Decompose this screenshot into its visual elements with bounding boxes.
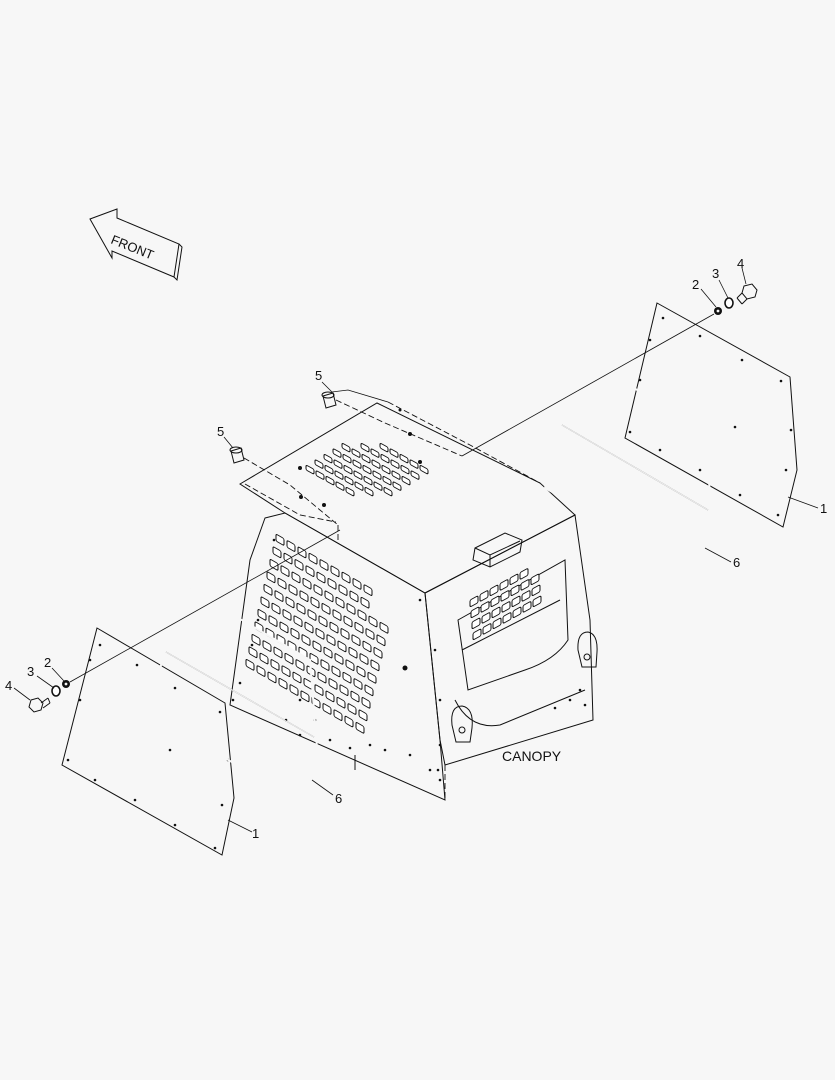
left-plug-5 [229,446,245,464]
left-seal-frame [146,583,319,805]
callout-4-right: 4 [737,256,744,271]
callout-5-left: 5 [217,424,224,439]
left-bolt-4 [28,697,51,713]
front-direction-arrow: FRONT [89,208,183,282]
canopy-label: CANOPY [502,748,562,764]
callout-leaders [13,267,819,833]
left-panel-vent-grid [245,534,389,734]
right-bolt-4 [736,283,758,305]
canopy-right-panel [424,514,594,766]
left-washer-3 [51,685,61,697]
roof-bracket [472,532,523,568]
callout-1-left: 1 [252,826,259,841]
canopy-lug-rear [577,631,598,668]
canopy-roof [239,402,576,594]
right-hardware-stack [714,283,758,315]
front-label: FRONT [109,232,156,263]
right-seal-frame [543,353,714,577]
callout-1-right: 1 [820,501,827,516]
canopy-left-panel [229,512,446,801]
callout-6-left: 6 [335,791,342,806]
callout-6-right: 6 [733,555,740,570]
callout-2-left: 2 [44,655,51,670]
canopy-bolt-holes [231,408,587,782]
roof-vent-grid [305,443,429,497]
callout-2-right: 2 [692,277,699,292]
canopy-right-opening [457,559,569,691]
left-hardware-stack [28,680,70,713]
callout-labels: 1 1 2 2 3 3 4 4 5 5 6 6 [5,256,827,841]
callout-4-left: 4 [5,678,12,693]
callout-3-left: 3 [27,664,34,679]
callout-3-right: 3 [712,266,719,281]
right-washer-3 [724,297,734,309]
callout-5-top: 5 [315,368,322,383]
right-window-panel [624,302,798,528]
canopy-lug-front [451,705,473,743]
left-window-panel [61,627,235,856]
assembly-lines [69,313,715,683]
top-plug-5 [321,391,337,409]
right-window-holes [628,316,793,517]
canopy-body: CANOPY [229,402,598,801]
right-panel-vent-grid [469,568,542,640]
